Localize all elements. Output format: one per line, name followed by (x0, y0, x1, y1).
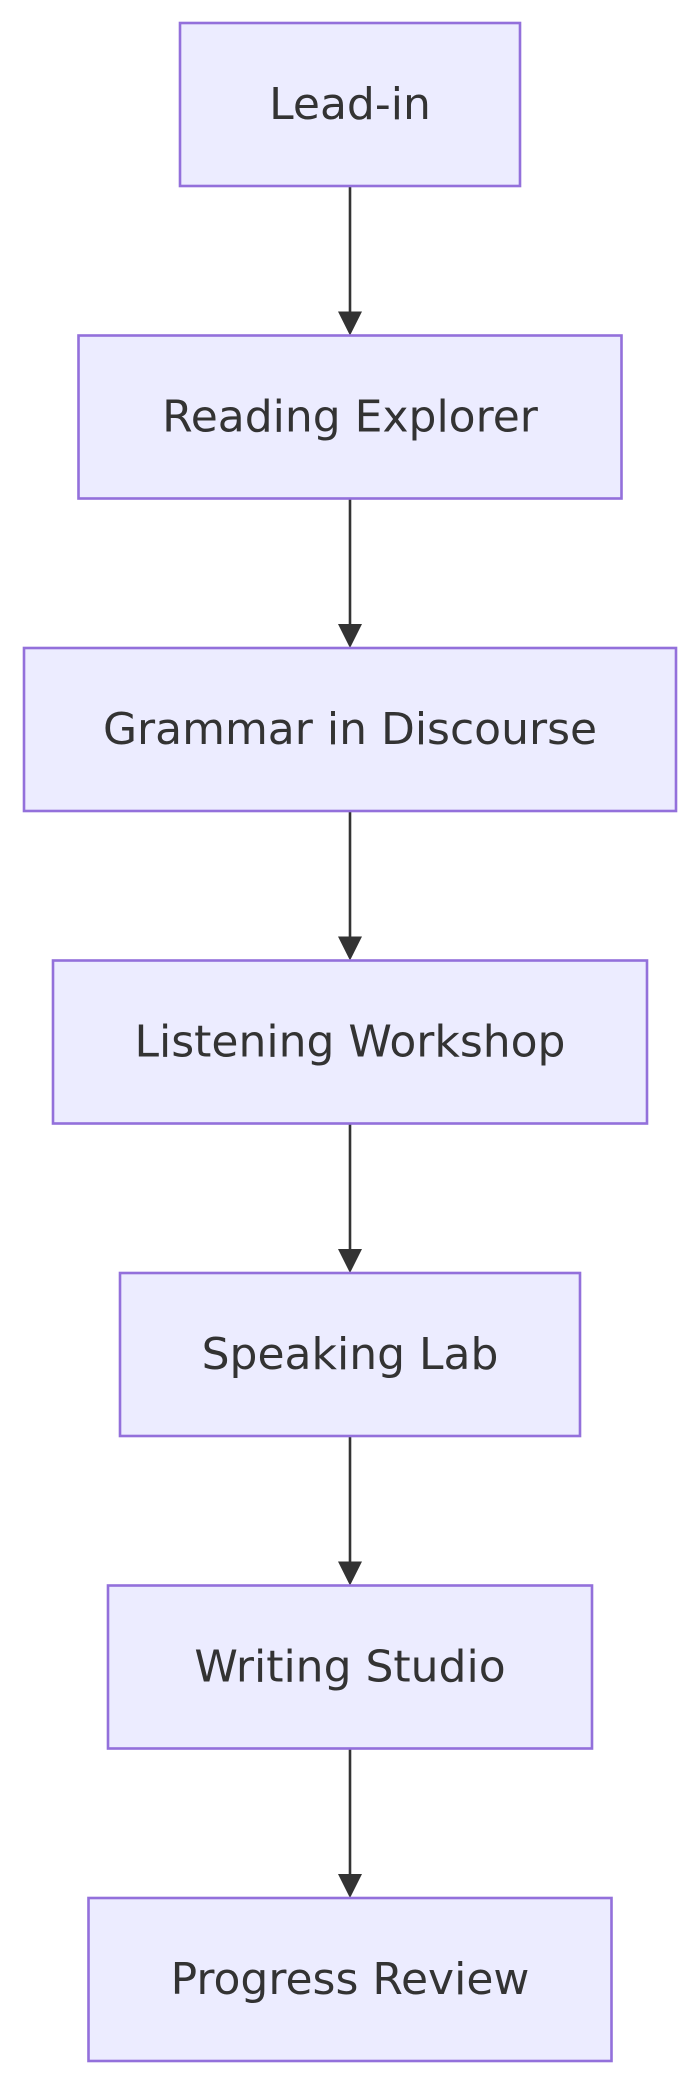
node-box (22, 646, 678, 813)
arrowhead-icon (338, 1249, 362, 1273)
node-box (51, 959, 649, 1125)
arrowhead-icon (338, 1561, 362, 1586)
node-lead-in: Lead-in (178, 21, 522, 188)
node-box (118, 1271, 582, 1438)
node-label: Grammar in Discourse (103, 704, 597, 755)
node-label: Speaking Lab (202, 1329, 499, 1380)
node-label: Listening Workshop (135, 1017, 566, 1068)
node-listening-workshop: Listening Workshop (51, 959, 649, 1125)
edges-layer (338, 187, 362, 1898)
arrowhead-icon (338, 624, 362, 648)
node-box (178, 21, 522, 188)
node-progress-review: Progress Review (87, 1896, 613, 2063)
arrowhead-icon (338, 936, 362, 961)
node-speaking-lab: Speaking Lab (118, 1271, 582, 1438)
node-label: Writing Studio (194, 1642, 505, 1693)
node-writing-studio: Writing Studio (106, 1584, 594, 1750)
arrowhead-icon (338, 311, 362, 336)
node-box (77, 334, 623, 500)
node-label: Lead-in (269, 79, 431, 130)
arrowhead-icon (338, 1874, 362, 1898)
edge-listening-workshop-to-speaking-lab (338, 1124, 362, 1273)
node-reading-explorer: Reading Explorer (77, 334, 623, 500)
node-label: Reading Explorer (162, 392, 539, 443)
edge-lead-in-to-reading-explorer (338, 187, 362, 336)
node-label: Progress Review (171, 1954, 530, 2005)
edge-reading-explorer-to-grammar-in-discourse (338, 499, 362, 648)
edge-speaking-lab-to-writing-studio (338, 1437, 362, 1586)
node-box (106, 1584, 594, 1750)
node-box (87, 1896, 613, 2063)
edge-writing-studio-to-progress-review (338, 1749, 362, 1898)
edge-grammar-in-discourse-to-listening-workshop (338, 812, 362, 961)
node-grammar-in-discourse: Grammar in Discourse (22, 646, 678, 813)
